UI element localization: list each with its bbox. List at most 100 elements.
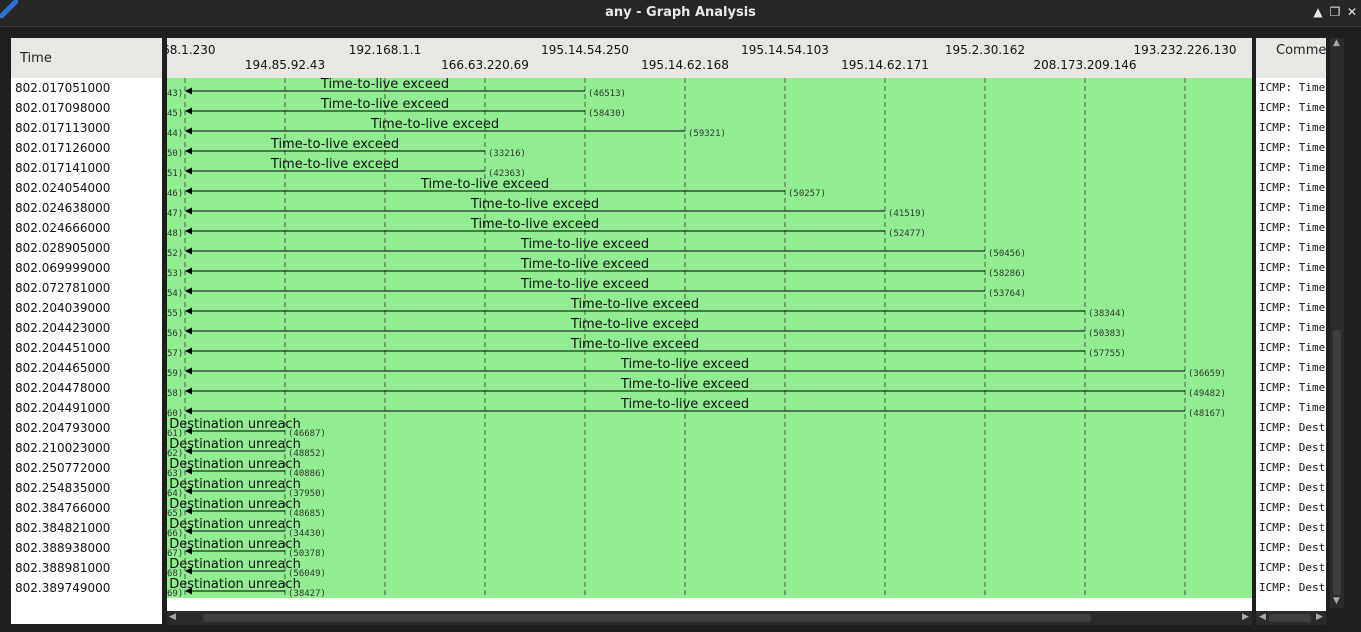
time-row[interactable]: 802.210023000 [15,441,111,455]
vertical-scrollbar[interactable]: ▲ ▼ [1330,38,1344,608]
comment-row[interactable]: ICMP: Time- [1259,281,1326,294]
time-row[interactable]: 802.384766000 [15,501,111,515]
comment-scroll-thumb[interactable] [1269,614,1311,622]
dest-port: (50378) [288,549,326,559]
time-row[interactable]: 802.017098000 [15,101,111,115]
comment-scroll-left-icon[interactable]: ◀ [1259,612,1266,622]
comment-row[interactable]: ICMP: Time- [1259,321,1326,334]
comment-row[interactable]: ICMP: Destin [1259,501,1326,514]
arrow-head-icon [185,487,192,495]
comment-row[interactable]: ICMP: Destin [1259,421,1326,434]
maximize-icon[interactable]: ▲ [1313,5,1323,19]
comment-row[interactable]: ICMP: Destin [1259,521,1326,534]
time-row[interactable]: 802.028905000 [15,241,111,255]
time-row[interactable]: 802.069999000 [15,261,111,275]
vertical-scroll-thumb[interactable] [1333,330,1341,595]
comment-row[interactable]: ICMP: Destin [1259,481,1326,494]
restore-icon[interactable]: ❐ [1329,5,1341,19]
time-row[interactable]: 802.017051000 [15,81,111,95]
node-label-top: 195.2.30.162 [944,43,1026,57]
comment-row[interactable]: ICMP: Time- [1259,381,1326,394]
comment-scroll-right-icon[interactable]: ▶ [1316,612,1323,622]
time-row[interactable]: 802.017141000 [15,161,111,175]
comment-row[interactable]: ICMP: Time- [1259,101,1326,114]
src-port: 45) [167,109,183,119]
comment-row[interactable]: ICMP: Time- [1259,361,1326,374]
time-row[interactable]: 802.204491000 [15,401,111,415]
title-bar: any - Graph Analysis ▲ ❐ ✕ [0,0,1361,27]
time-row[interactable]: 802.389749000 [15,581,111,595]
arrow-head-icon [185,407,192,415]
arrow-head-icon [185,107,192,115]
time-row[interactable]: 802.250772000 [15,461,111,475]
time-row[interactable]: 802.388981000 [15,561,111,575]
dest-port: (58286) [988,269,1026,279]
comment-row[interactable]: ICMP: Time- [1259,241,1326,254]
comment-row[interactable]: ICMP: Time- [1259,341,1326,354]
comment-row[interactable]: ICMP: Time- [1259,201,1326,214]
close-icon[interactable]: ✕ [1346,5,1358,19]
src-port: 57) [167,349,183,359]
time-column-header[interactable]: Time [11,38,162,78]
arrow-head-icon [185,307,192,315]
flow-label: Time-to-live exceed [320,78,449,92]
src-port: 47) [167,209,183,219]
flow-label: Time-to-live exceed [520,257,649,272]
flow-label: Destination unreach [169,477,301,492]
dest-port: (36659) [1188,369,1226,379]
comment-row[interactable]: ICMP: Time- [1259,301,1326,314]
comment-row[interactable]: ICMP: Time- [1259,81,1326,94]
arrow-head-icon [185,427,192,435]
comment-row[interactable]: ICMP: Time- [1259,141,1326,154]
comment-row[interactable]: ICMP: Destin [1259,561,1326,574]
dest-port: (57755) [1088,349,1126,359]
comment-row[interactable]: ICMP: Destin [1259,441,1326,454]
time-row[interactable]: 802.388938000 [15,541,111,555]
time-row[interactable]: 802.254835000 [15,481,111,495]
arrow-head-icon [185,127,192,135]
comment-horizontal-scrollbar[interactable]: ◀ ▶ [1256,611,1326,625]
graph-scroll-thumb[interactable] [203,614,1091,622]
arrow-head-icon [185,327,192,335]
time-row[interactable]: 802.384821000 [15,521,111,535]
flow-label: Time-to-live exceed [420,177,549,192]
dest-port: (52477) [888,229,926,239]
comment-row[interactable]: ICMP: Time- [1259,401,1326,414]
graph-canvas: Time-to-live exceed(46513)43)Time-to-liv… [167,78,1252,598]
time-row[interactable]: 802.204465000 [15,361,111,375]
time-row[interactable]: 802.204793000 [15,421,111,435]
graph-horizontal-scrollbar[interactable]: ◀ ▶ [167,611,1252,625]
comment-column-header[interactable]: Comme [1256,38,1326,78]
comment-row[interactable]: ICMP: Destin [1259,581,1326,594]
time-row[interactable]: 802.204423000 [15,321,111,335]
time-row[interactable]: 802.204451000 [15,341,111,355]
time-row[interactable]: 802.072781000 [15,281,111,295]
time-row[interactable]: 802.017113000 [15,121,111,135]
time-row[interactable]: 802.204039000 [15,301,111,315]
arrow-head-icon [185,167,192,175]
flow-label: Time-to-live exceed [570,297,699,312]
scroll-right-icon[interactable]: ▶ [1242,612,1249,622]
node-label-bottom: 208.173.209.146 [1033,58,1137,72]
comment-row[interactable]: ICMP: Destin [1259,461,1326,474]
comment-row[interactable]: ICMP: Time- [1259,221,1326,234]
graph-node-header: 168.1.230192.168.1.1195.14.54.250195.14.… [167,38,1252,78]
time-row[interactable]: 802.024054000 [15,181,111,195]
scroll-up-icon[interactable]: ▲ [1333,38,1340,48]
comment-row[interactable]: ICMP: Time- [1259,181,1326,194]
flow-label: Time-to-live exceed [470,197,599,212]
comment-row[interactable]: ICMP: Destin [1259,541,1326,554]
time-row[interactable]: 802.024638000 [15,201,111,215]
src-port: 44) [167,129,183,139]
comment-row[interactable]: ICMP: Time- [1259,261,1326,274]
time-row[interactable]: 802.204478000 [15,381,111,395]
flow-label: Time-to-live exceed [470,217,599,232]
time-row[interactable]: 802.024666000 [15,221,111,235]
flow-label: Time-to-live exceed [520,237,649,252]
time-row[interactable]: 802.017126000 [15,141,111,155]
scroll-down-icon[interactable]: ▼ [1333,596,1340,606]
comment-row[interactable]: ICMP: Time- [1259,161,1326,174]
dest-port: (34430) [288,529,326,539]
scroll-left-icon[interactable]: ◀ [169,612,176,622]
comment-row[interactable]: ICMP: Time- [1259,121,1326,134]
